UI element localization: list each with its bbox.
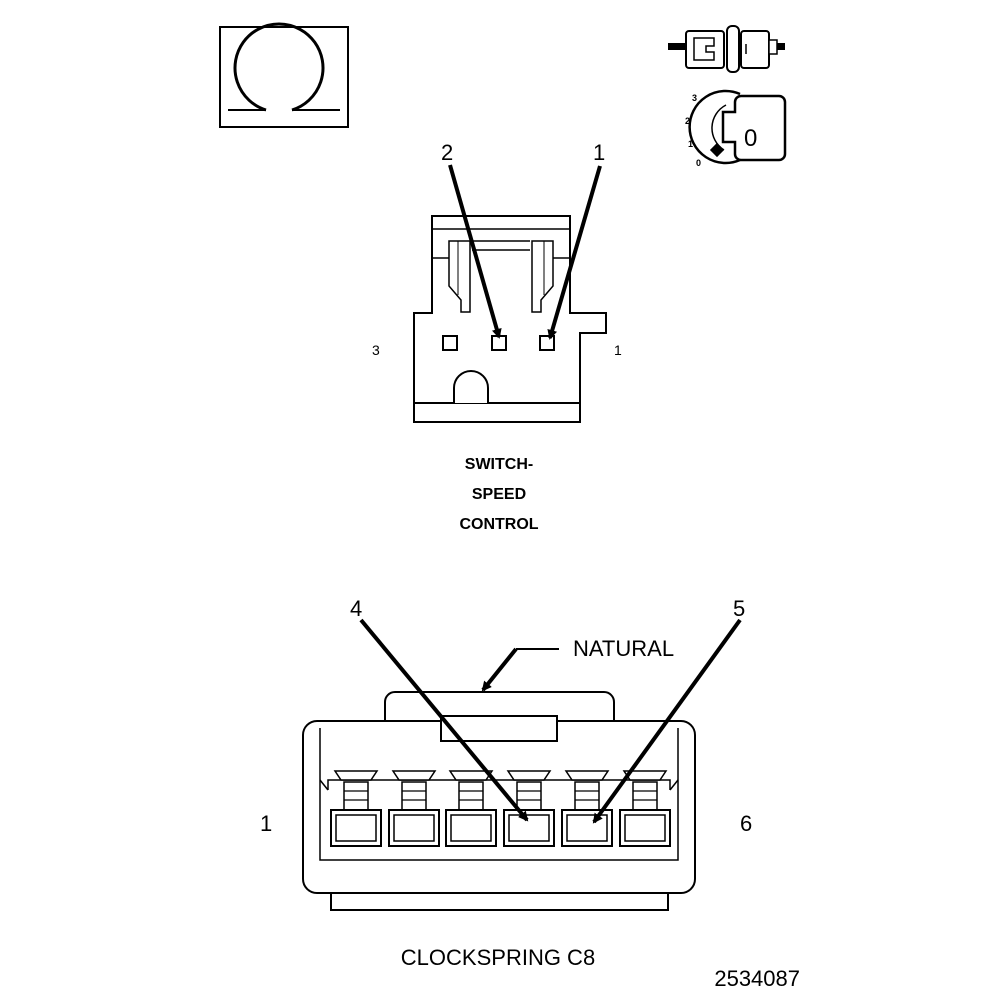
connector-color-label: NATURAL: [573, 636, 674, 661]
callout-arrow-pin-5: [592, 618, 742, 824]
connector-disconnected-icon: [668, 25, 785, 73]
cavity-end-label-left: 3: [372, 342, 380, 358]
speed-control-switch-connector: [413, 164, 607, 423]
figure-number: 2534087: [714, 966, 800, 991]
color-callout-arrow: [481, 647, 518, 692]
clockspring-c8-connector: [302, 618, 742, 911]
callout-arrow-pin-1: [547, 165, 602, 340]
connector-caption-line-1: SWITCH-: [465, 456, 533, 473]
callout-arrow-pin-4: [359, 618, 529, 822]
callout-label-pin-2: 2: [441, 140, 453, 165]
terminal-cavity-2: [388, 770, 440, 847]
callout-label-pin-5: 5: [733, 596, 745, 621]
cavity-end-label-right: 1: [614, 342, 622, 358]
ignition-key-label: 0: [744, 125, 757, 152]
callout-arrow-pin-2: [448, 164, 502, 339]
terminal-cavity-4: [503, 770, 555, 847]
ignition-position-3: 3: [692, 93, 697, 103]
ignition-position-2: 2: [685, 116, 690, 126]
cavity-end-label-right: 6: [740, 811, 752, 836]
ohmmeter-omega-icon: [219, 22, 349, 128]
callout-label-pin-1: 1: [593, 140, 605, 165]
pin-cavity-3: [442, 335, 458, 351]
connector-caption-line-2: SPEED: [472, 486, 526, 503]
terminal-cavity-1: [330, 770, 382, 847]
callout-label-pin-4: 4: [350, 596, 362, 621]
cavity-end-label-left: 1: [260, 811, 272, 836]
connector-caption: CLOCKSPRING C8: [401, 945, 595, 970]
ignition-switch-off-icon: 3 2 1 0 0: [685, 89, 787, 168]
terminal-cavity-5: [561, 770, 613, 847]
ignition-position-0: 0: [696, 158, 701, 168]
ignition-position-1: 1: [688, 139, 693, 149]
pin-cavity-2: [491, 335, 507, 351]
terminal-cavity-3: [445, 770, 497, 847]
terminal-cavity-6: [619, 770, 671, 847]
connector-caption-line-3: CONTROL: [459, 516, 538, 533]
